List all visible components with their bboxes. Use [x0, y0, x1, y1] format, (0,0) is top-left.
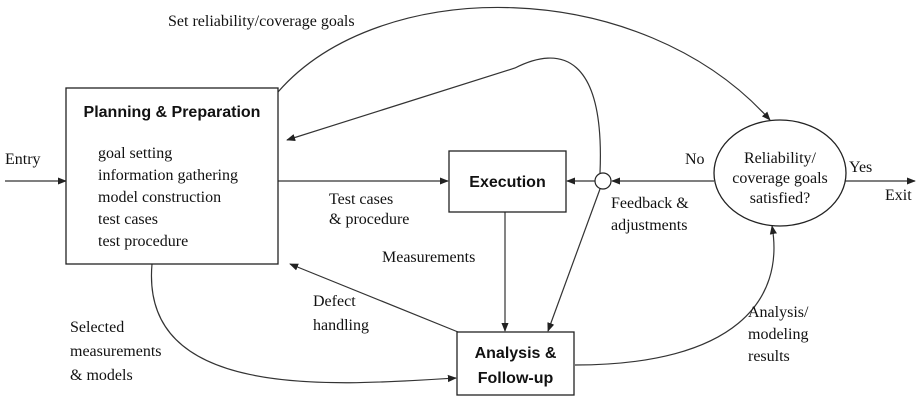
selected-label-line1: Selected: [70, 319, 124, 336]
execution-box: Execution: [448, 150, 567, 213]
analysis-box: Analysis & Follow-up: [456, 331, 575, 396]
analysis-results-label-line1: Analysis/: [748, 304, 809, 321]
planning-item: information gathering: [98, 167, 238, 184]
analysis-title-line2: Follow-up: [478, 370, 554, 387]
feedback-to-planning-arrow: [286, 57, 601, 174]
entry-label: Entry: [5, 151, 41, 168]
decision-line1: Reliability/: [744, 150, 817, 167]
decision-line2: coverage goals: [732, 170, 828, 187]
exit-label: Exit: [885, 187, 912, 204]
test-cases-label-line1: Test cases: [329, 191, 393, 208]
planning-item: model construction: [98, 189, 221, 206]
planning-item: test cases: [98, 211, 158, 228]
decision-line3: satisfied?: [750, 190, 810, 207]
set-goals-label: Set reliability/coverage goals: [168, 13, 355, 30]
analysis-title-line1: Analysis &: [475, 345, 557, 362]
measurements-label: Measurements: [382, 249, 475, 266]
analysis-results-label-line2: modeling: [748, 326, 808, 343]
execution-title: Execution: [469, 174, 545, 191]
no-label: No: [685, 151, 705, 168]
yes-label: Yes: [849, 159, 872, 176]
feedback-junction: [594, 172, 612, 190]
defect-label-line1: Defect: [313, 293, 356, 310]
feedback-label-line2: adjustments: [611, 217, 687, 234]
planning-box: Planning & Preparation goal setting info…: [65, 87, 279, 265]
defect-label-line2: handling: [313, 317, 369, 334]
feedback-label-line1: Feedback &: [611, 195, 689, 212]
defect-handling-arrow: [289, 263, 464, 335]
decision-ellipse: Reliability/ coverage goals satisfied?: [713, 119, 847, 227]
selected-measurements-arrow: [150, 263, 457, 384]
analysis-results-arrow: [574, 225, 777, 366]
set-goals-arrow: [277, 6, 771, 121]
analysis-results-label-line3: results: [748, 348, 790, 365]
planning-title: Planning & Preparation: [84, 104, 261, 121]
selected-label-line3: & models: [70, 367, 133, 384]
planning-item: goal setting: [98, 145, 172, 162]
planning-item: test procedure: [98, 233, 188, 250]
feedback-to-analysis-arrow: [547, 188, 601, 332]
selected-label-line2: measurements: [70, 343, 162, 360]
test-cases-label-line2: & procedure: [329, 211, 409, 228]
